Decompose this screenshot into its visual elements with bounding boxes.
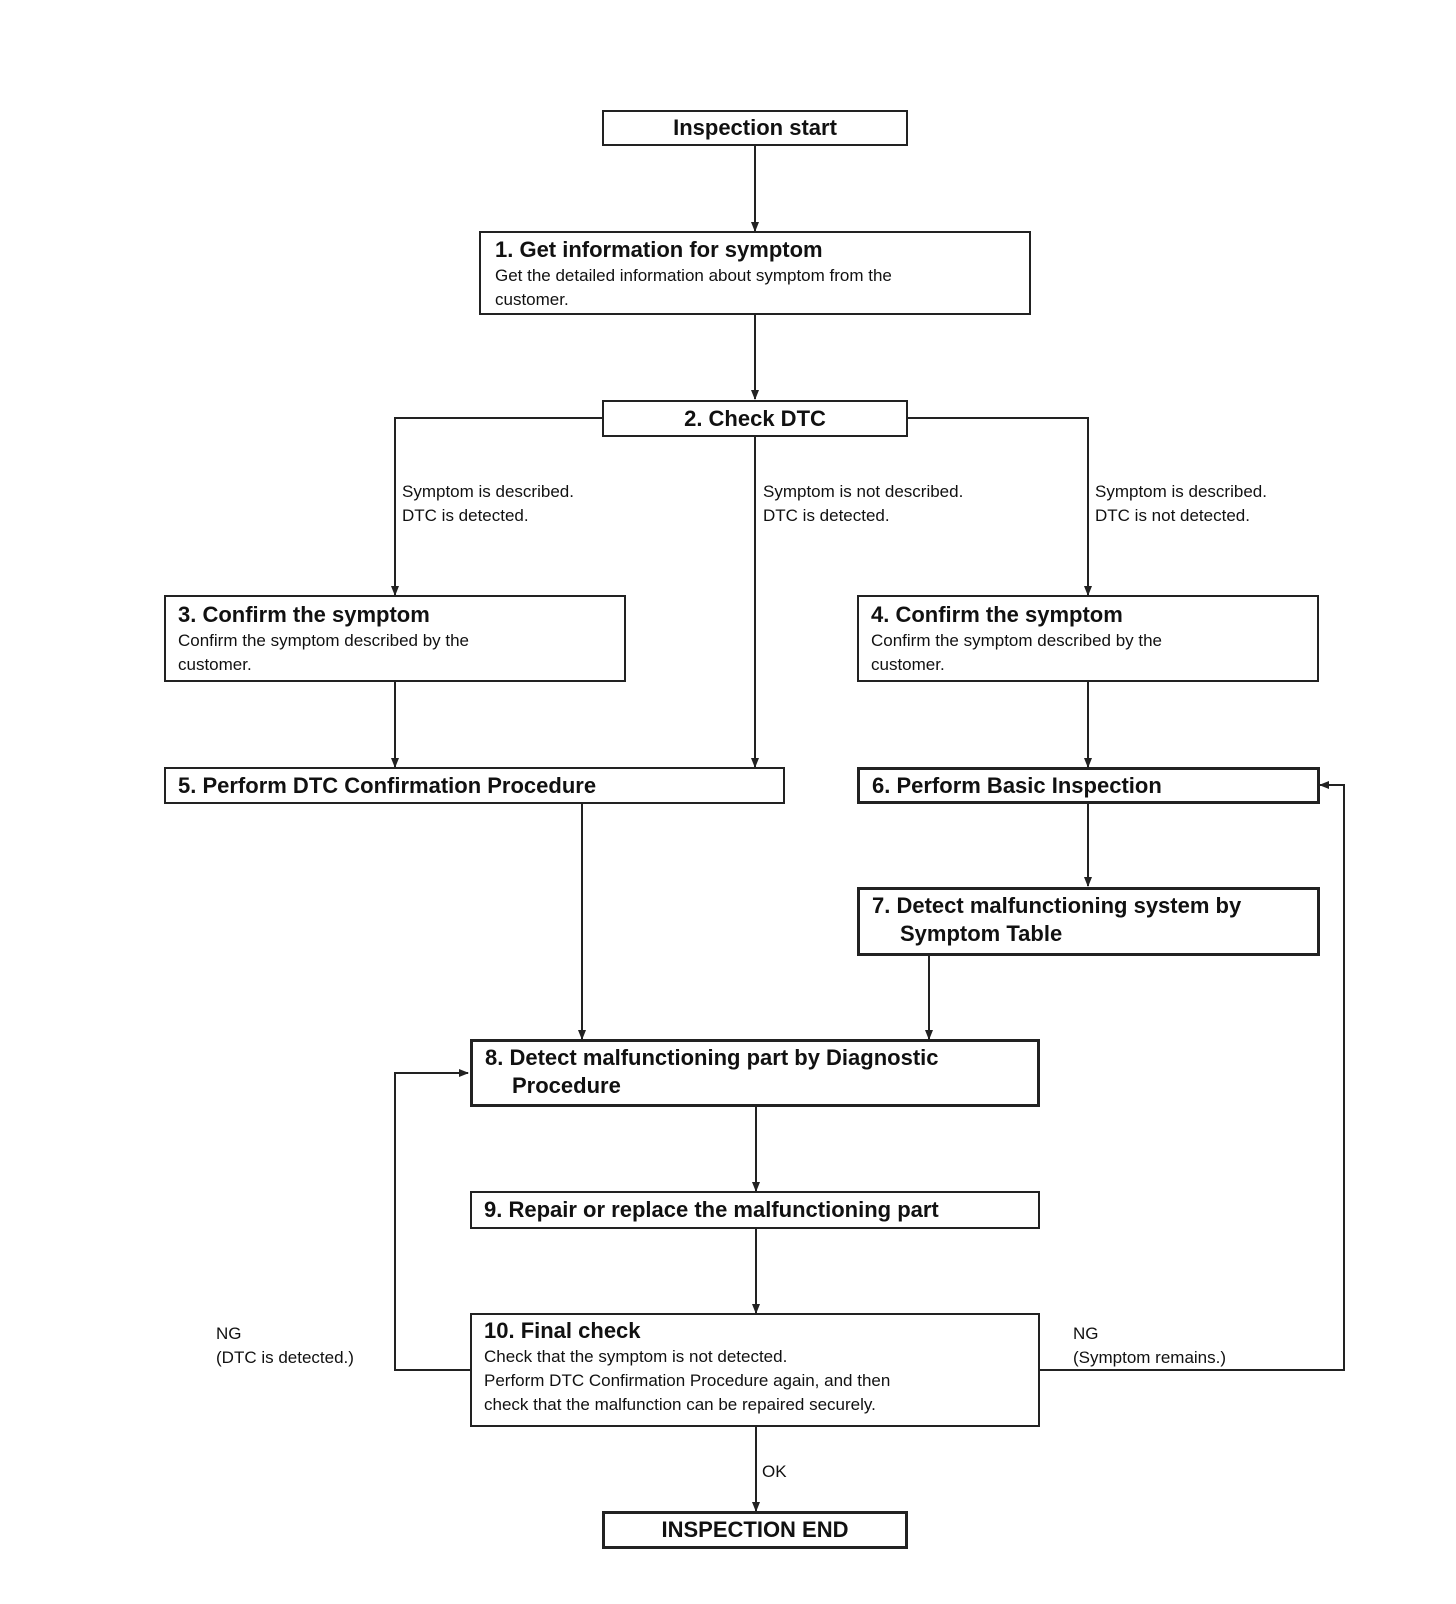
step-1-desc-line1: Get the detailed information about sympt…	[495, 266, 892, 285]
branch-right-line1: Symptom is described.	[1095, 482, 1267, 501]
arrow-2-to-3	[391, 417, 603, 596]
branch-middle-line2: DTC is detected.	[763, 506, 890, 525]
step-10-desc-line2: Perform DTC Confirmation Procedure again…	[484, 1371, 891, 1390]
step-1-desc-line2: customer.	[495, 290, 569, 309]
step-7-title-line1: 7. Detect malfunctioning system by	[872, 893, 1242, 918]
branch-left-line2: DTC is detected.	[402, 506, 529, 525]
step-5-box: 5. Perform DTC Confirmation Procedure	[164, 767, 785, 804]
step-3-box: 3. Confirm the symptom Confirm the sympt…	[164, 595, 626, 682]
inspection-end-title: INSPECTION END	[661, 1517, 849, 1542]
branch-right-line2: DTC is not detected.	[1095, 506, 1250, 525]
arrow-ng-symptom-to-6	[1040, 781, 1345, 1371]
step-2-title: 2. Check DTC	[684, 406, 826, 431]
branch-label-symptom-not-described-dtc-detected: Symptom is not described. DTC is detecte…	[763, 480, 963, 528]
step-6-box: 6. Perform Basic Inspection	[857, 767, 1320, 804]
step-1-title: 1. Get information for symptom	[495, 237, 823, 262]
step-7-box: 7. Detect malfunctioning system by Sympt…	[857, 887, 1320, 956]
arrow-ng-dtc-to-8	[394, 1069, 470, 1371]
step-3-desc-line2: customer.	[178, 655, 252, 674]
step-10-box: 10. Final check Check that the symptom i…	[470, 1313, 1040, 1427]
ng-right-line2: (Symptom remains.)	[1073, 1348, 1227, 1367]
arrow-2-to-4	[907, 417, 1092, 596]
ng-right-line1: NG	[1073, 1324, 1099, 1343]
inspection-start-title: Inspection start	[673, 115, 837, 140]
step-3-title: 3. Confirm the symptom	[178, 602, 430, 627]
step-10-desc-line3: check that the malfunction can be repair…	[484, 1395, 876, 1414]
step-1-box: 1. Get information for symptom Get the d…	[479, 231, 1031, 315]
ng-dtc-detected-label: NG (DTC is detected.)	[216, 1322, 354, 1370]
inspection-start-box: Inspection start	[602, 110, 908, 146]
ok-text: OK	[762, 1462, 787, 1481]
inspection-end-box: INSPECTION END	[602, 1511, 908, 1549]
branch-left-line1: Symptom is described.	[402, 482, 574, 501]
branch-label-symptom-described-dtc-detected: Symptom is described. DTC is detected.	[402, 480, 574, 528]
step-4-desc-line2: customer.	[871, 655, 945, 674]
ng-left-line2: (DTC is detected.)	[216, 1348, 354, 1367]
branch-middle-line1: Symptom is not described.	[763, 482, 964, 501]
step-5-title: 5. Perform DTC Confirmation Procedure	[178, 773, 597, 798]
step-9-box: 9. Repair or replace the malfunctioning …	[470, 1191, 1040, 1229]
step-8-title-line1: 8. Detect malfunctioning part by Diagnos…	[485, 1045, 939, 1070]
step-3-desc-line1: Confirm the symptom described by the	[178, 631, 470, 650]
step-4-title: 4. Confirm the symptom	[871, 602, 1123, 627]
ok-label: OK	[762, 1460, 787, 1484]
step-6-title: 6. Perform Basic Inspection	[872, 773, 1162, 798]
branch-label-symptom-described-dtc-not-detected: Symptom is described. DTC is not detecte…	[1095, 480, 1267, 528]
ng-left-line1: NG	[216, 1324, 242, 1343]
step-10-desc-line1: Check that the symptom is not detected.	[484, 1347, 788, 1366]
step-9-title: 9. Repair or replace the malfunctioning …	[484, 1197, 939, 1222]
step-8-title-line2: Procedure	[512, 1073, 621, 1098]
step-2-box: 2. Check DTC	[602, 400, 908, 437]
step-10-title: 10. Final check	[484, 1318, 641, 1343]
step-8-box: 8. Detect malfunctioning part by Diagnos…	[470, 1039, 1040, 1107]
step-4-box: 4. Confirm the symptom Confirm the sympt…	[857, 595, 1319, 682]
step-7-title-line2: Symptom Table	[900, 921, 1063, 946]
step-4-desc-line1: Confirm the symptom described by the	[871, 631, 1163, 650]
ng-symptom-remains-label: NG (Symptom remains.)	[1073, 1322, 1226, 1370]
